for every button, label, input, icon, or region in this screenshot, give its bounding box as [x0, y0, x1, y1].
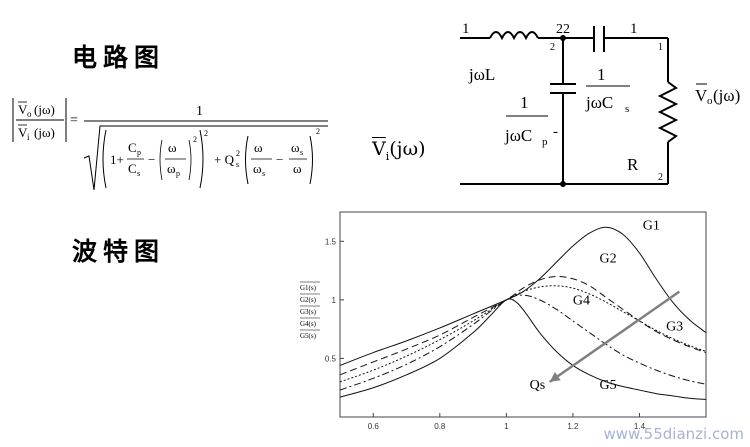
cp-num: C — [128, 140, 137, 155]
transfer-function-formula: V o (jω) V i (jω) = 1 1+ C p C s − ω ω p… — [12, 98, 328, 191]
q-sub: s — [236, 160, 239, 169]
inductor-symbol — [489, 31, 539, 41]
omega-s: ω — [253, 161, 262, 176]
vout-sub: o — [707, 95, 713, 107]
one-plus: 1+ — [110, 152, 124, 167]
series-line-g2 — [339, 275, 707, 376]
pin-out: 1 — [630, 21, 638, 37]
omega-s-num-sub: s — [300, 148, 303, 157]
curve-label-g2: G2 — [600, 251, 617, 266]
series-line-g5 — [339, 298, 707, 400]
pin-node: 22 — [556, 22, 570, 37]
minus-1: − — [148, 152, 155, 167]
y-tick-label: 1 — [332, 296, 337, 305]
y-axis-label-line: G5(s) — [300, 332, 317, 340]
series-line-g1 — [339, 226, 707, 366]
cp-den: jωC — [504, 126, 532, 145]
plot-frame — [339, 211, 707, 418]
cp-den-sub: p — [542, 136, 548, 148]
omega-num-2: ω — [254, 140, 263, 155]
lhs-den-v: V — [18, 125, 28, 140]
cap-minus: - — [553, 124, 558, 140]
qs-arrow-shaft — [548, 290, 681, 383]
qs-arrow-head — [549, 372, 561, 382]
cp-num-sub: p — [137, 148, 141, 157]
minus-2: − — [276, 152, 283, 167]
x-tick-label: 1 — [504, 422, 509, 431]
square-1: 2 — [193, 135, 197, 144]
pin-r-bottom: 2 — [658, 172, 663, 183]
circuit-diagram: 1 22 2 1 1 2 jωL 1 jωC s 1 jωC p - R V o… — [460, 21, 740, 187]
cs-num: 1 — [597, 65, 606, 84]
numerator-one: 1 — [196, 104, 203, 119]
lhs-den-arg: (jω) — [34, 125, 55, 140]
omega-p-sub: p — [176, 169, 180, 178]
omega-s-sub: s — [262, 169, 265, 178]
cp-num: 1 — [520, 93, 529, 112]
lhs-den-sub: i — [27, 132, 30, 142]
resistor-label: R — [627, 155, 639, 174]
equals-sign: = — [70, 113, 78, 128]
inductor-label: jωL — [468, 65, 495, 84]
y-tick-label: 1.5 — [325, 237, 337, 246]
watermark: www.55dianzi.com — [603, 425, 744, 443]
y-axis-label-line: G1(s) — [300, 284, 317, 292]
pin-r-top: 1 — [658, 42, 663, 53]
lhs-num-v: V — [18, 102, 28, 117]
bode-heading: 波特图 — [72, 237, 166, 266]
x-tick-label: 1.2 — [567, 422, 579, 431]
cs-den-sub: s — [625, 103, 629, 115]
curve-label-g4: G4 — [573, 294, 590, 309]
square-2: 2 — [204, 129, 208, 138]
series-line-g3 — [339, 285, 707, 383]
vin-label: Vi(jω) — [372, 138, 426, 163]
curve-label-qs: Qs — [530, 378, 546, 393]
omega-num: ω — [168, 140, 177, 155]
square-3: 2 — [316, 127, 320, 136]
resistor-symbol — [657, 81, 679, 143]
y-tick-label: 0.5 — [325, 354, 337, 363]
cs-den: jωC — [585, 93, 613, 112]
node-dot-bottom — [560, 181, 566, 187]
y-axis-label-line: G3(s) — [300, 308, 317, 316]
y-axis-label-line: G4(s) — [300, 320, 317, 328]
curve-label-g5: G5 — [600, 378, 617, 393]
vout-arg: (jω) — [713, 86, 740, 105]
circuit-heading: 电路图 — [72, 43, 166, 72]
vout-v: V — [695, 86, 708, 105]
series-line-g4 — [339, 294, 707, 391]
lhs-num-arg: (jω) — [34, 102, 55, 117]
y-axis-label-line: G2(s) — [300, 296, 317, 304]
pin-node-side: 2 — [550, 42, 555, 53]
omega-s-num: ω — [291, 140, 300, 155]
curve-label-g3: G3 — [666, 319, 683, 334]
x-tick-label: 0.6 — [368, 422, 380, 431]
lhs-num-sub: o — [27, 109, 32, 119]
cs-den-sub: s — [137, 169, 140, 178]
pin-in: 1 — [462, 21, 470, 37]
curve-label-g1: G1 — [643, 219, 660, 234]
x-tick-label: 0.8 — [434, 422, 446, 431]
omega-den-2: ω — [293, 161, 302, 176]
omega-p: ω — [167, 161, 176, 176]
node-dot-top — [560, 35, 566, 41]
cs-den: C — [128, 161, 137, 176]
q-sup: 2 — [236, 149, 240, 158]
q-term: + Q — [214, 152, 235, 167]
